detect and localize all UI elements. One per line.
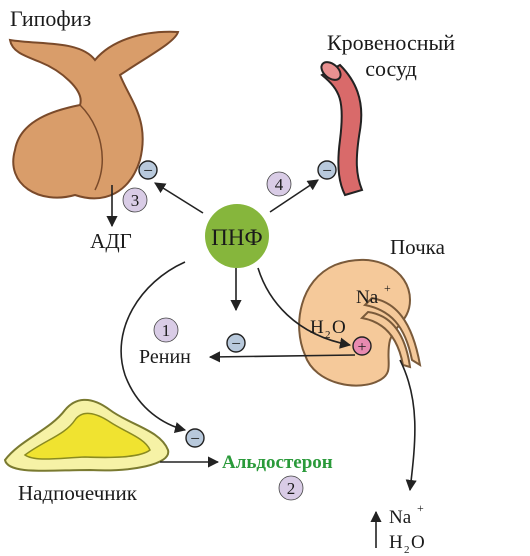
excretion-water: H 2 O — [389, 532, 425, 556]
svg-text:2: 2 — [404, 544, 410, 556]
adrenal-gland — [3, 398, 170, 472]
labels: Гипофиз Кровеносный сосуд АДГ Почка Рени… — [10, 6, 455, 556]
step-1: 1 — [162, 321, 171, 340]
svg-text:H: H — [310, 317, 324, 338]
minus-vessel: − — [322, 161, 332, 180]
svg-text:Na: Na — [356, 287, 379, 308]
arrow-kidney-out — [399, 359, 417, 492]
svg-text:H: H — [389, 532, 403, 553]
step-3: 3 — [131, 191, 140, 210]
kidney-label: Почка — [390, 235, 446, 259]
plus-kidney: + — [357, 339, 366, 356]
step-2: 2 — [287, 479, 296, 498]
sign-markers: − − − − + — [138, 160, 372, 448]
kidney-water: H 2 O — [310, 317, 346, 341]
svg-text:+: + — [417, 501, 424, 515]
arrow-kidney-to-renin — [208, 351, 356, 363]
adrenal-label: Надпочечник — [18, 481, 138, 505]
excretion-na: Na + — [389, 501, 424, 528]
adh-label: АДГ — [90, 229, 132, 253]
vessel-label-line1: Кровеносный — [327, 30, 455, 55]
step-markers: 3 4 1 2 — [122, 171, 304, 501]
pituitary-label: Гипофиз — [10, 6, 91, 31]
renin-label: Ренин — [139, 346, 191, 368]
step-4: 4 — [275, 175, 284, 194]
arrow-to-vessel — [269, 179, 319, 213]
arrow-to-pituitary — [154, 182, 204, 214]
arrow-to-adrenal — [120, 261, 187, 433]
pituitary-gland — [8, 30, 180, 200]
svg-text:Na: Na — [389, 507, 412, 528]
blood-vessel — [320, 61, 364, 197]
svg-text:2: 2 — [325, 329, 331, 341]
kidney — [298, 259, 422, 387]
vessel-label-line2: сосуд — [365, 56, 417, 81]
svg-text:O: O — [332, 317, 346, 338]
pnf-label: ПНФ — [211, 225, 262, 250]
kidney-na: Na + — [356, 281, 391, 308]
svg-text:O: O — [411, 532, 425, 553]
arrows — [106, 179, 417, 548]
aldosterone-label: Альдостерон — [222, 452, 333, 473]
svg-text:+: + — [384, 281, 391, 295]
pnf-node: ПНФ — [205, 204, 269, 268]
minus-pituitary: − — [143, 161, 153, 180]
minus-aldosterone: − — [190, 429, 200, 448]
minus-renin: − — [231, 334, 241, 353]
arrow-to-kidney — [257, 267, 352, 349]
